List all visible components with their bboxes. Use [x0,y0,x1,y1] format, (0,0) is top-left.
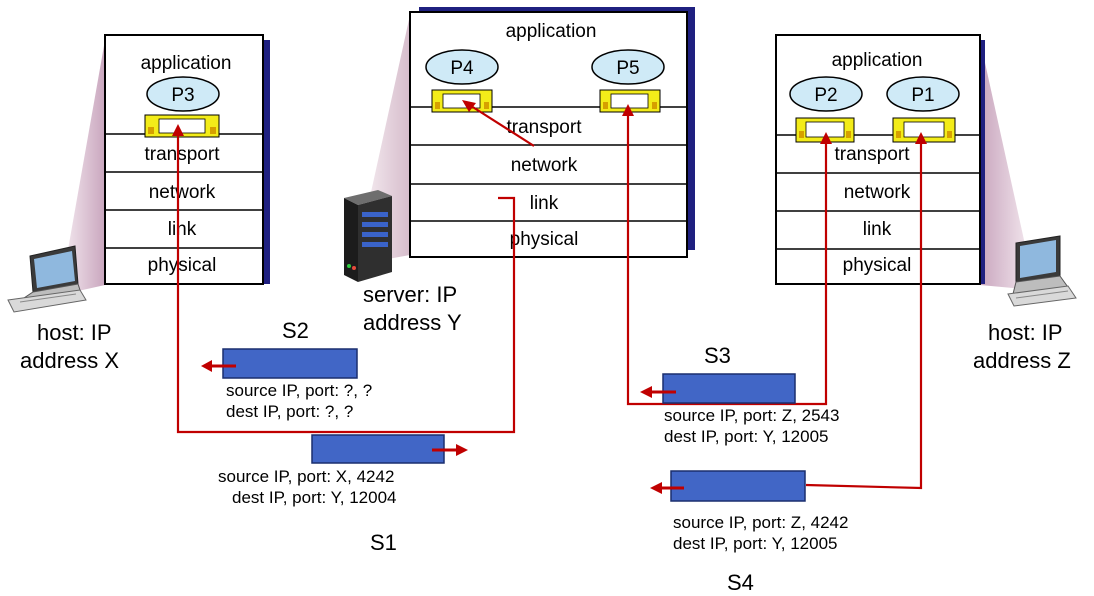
left-host-label-line2: address X [20,348,119,373]
segment-s4-name: S4 [727,570,754,595]
process-p4 [425,49,499,85]
process-p2-label: P2 [814,85,837,106]
laptop-icon-right [1007,235,1077,307]
server-icon [344,190,392,282]
right-host-label-line1: host: IP [988,320,1063,345]
arrowhead-p5 [622,104,634,116]
segment-s3 [640,373,796,404]
right-protocol-stack: application transport network link physi… [775,34,985,285]
segment-s4-dest: dest IP, port: Y, 12005 [673,534,837,553]
process-p3-label: P3 [171,85,194,106]
path-p1-to-s4 [805,142,923,490]
segment-s1-source: source IP, port: X, 4242 [218,467,394,486]
process-p1 [886,76,960,112]
center-protocol-stack: application transport network link physi… [409,7,695,258]
process-p1-label: P1 [911,85,934,106]
path-p2-to-p5 [626,112,828,406]
arrowhead-p2 [820,132,832,144]
arrowhead-p1 [915,132,927,144]
segment-s2-name: S2 [282,318,309,343]
path-p4-arrow [467,103,535,147]
right-layer-transport: transport [835,144,911,165]
segment-paths [176,103,923,490]
right-layer-link: link [863,219,892,240]
socket-p5 [599,89,661,113]
left-layer-physical: physical [148,255,217,276]
center-layer-link: link [530,193,559,214]
right-host-shade [980,40,1035,290]
process-p3 [146,76,220,112]
segment-s2-dest: dest IP, port: ?, ? [226,402,353,421]
center-layer-transport: transport [507,117,583,138]
server-label-line2: address Y [363,310,462,335]
path-p3-to-p4 [176,134,516,434]
process-p2 [789,76,863,112]
left-layer-transport: transport [145,144,221,165]
arrowhead-p3 [172,124,184,136]
segment-s1-dest: dest IP, port: Y, 12004 [232,488,396,507]
segment-s2 [201,348,358,379]
right-layer-physical: physical [843,255,912,276]
laptop-icon-left [7,245,87,313]
socket-p4 [431,89,493,113]
center-layer-physical: physical [510,229,579,250]
segment-s3-source: source IP, port: Z, 2543 [664,406,839,425]
left-protocol-stack: application transport network link physi… [104,34,270,285]
left-layer-link: link [168,219,197,240]
segment-s4-source: source IP, port: Z, 4242 [673,513,848,532]
socket-p3 [144,114,220,138]
right-layer-network: network [844,182,911,203]
segment-s3-dest: dest IP, port: Y, 12005 [664,427,828,446]
server-label-line1: server: IP [363,282,457,307]
center-layer-network: network [511,155,578,176]
arrowhead-p4 [462,100,476,112]
center-layer-application: application [506,21,597,42]
segment-s3-name: S3 [704,343,731,368]
process-p5-label: P5 [616,58,639,79]
right-layer-application: application [832,50,923,71]
left-layer-network: network [149,182,216,203]
right-host-label-line2: address Z [973,348,1071,373]
left-layer-application: application [141,53,232,74]
process-p5 [591,49,665,85]
left-host-shade [60,40,105,295]
process-p4-label: P4 [450,58,474,79]
segment-s4 [650,470,806,502]
left-host-label-line1: host: IP [37,320,112,345]
segment-s1-name: S1 [370,530,397,555]
socket-p2 [795,117,855,143]
segment-s1 [311,434,468,464]
segment-s2-source: source IP, port: ?, ? [226,381,372,400]
